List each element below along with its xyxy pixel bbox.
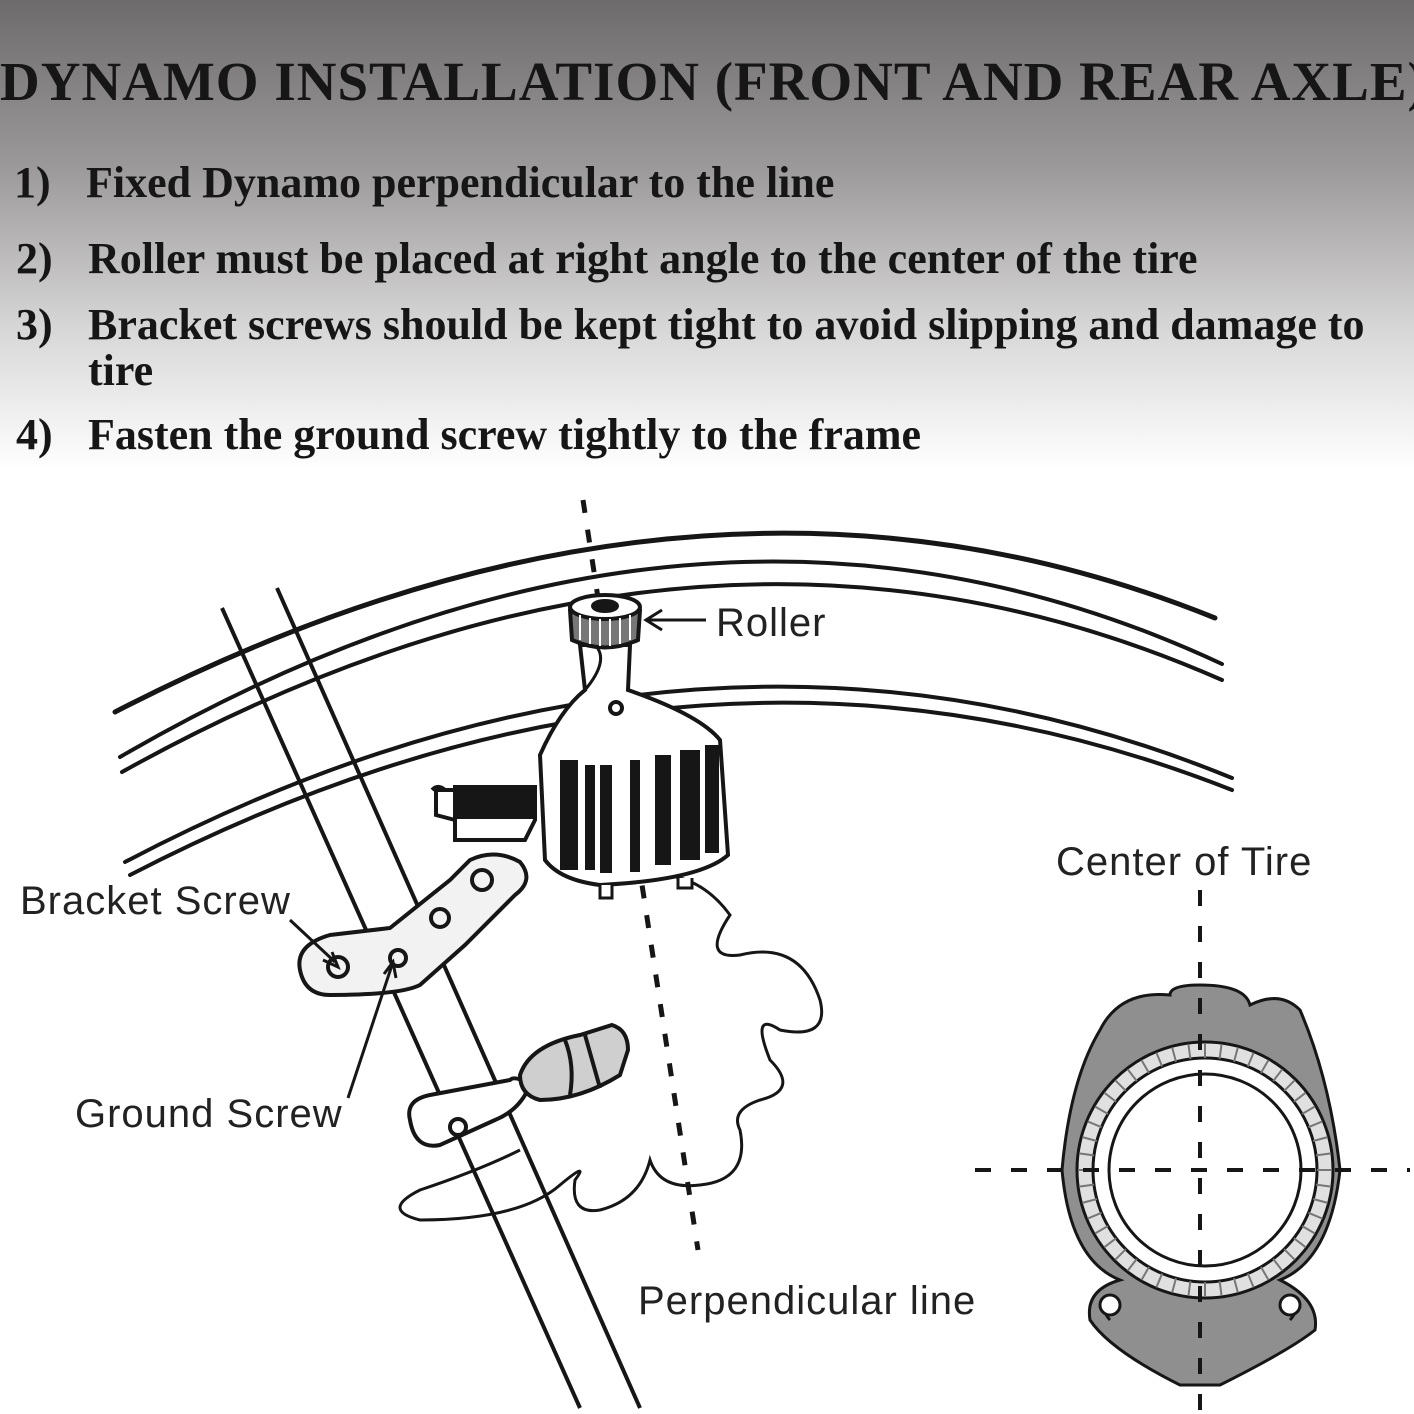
step-text: Fixed Dynamo perpendicular to the line: [86, 158, 835, 207]
rim-tick: [1140, 1059, 1150, 1074]
step-3: 3) Bracket screws should be kept tight t…: [16, 302, 1376, 394]
rim-tick: [1260, 1059, 1270, 1074]
rim-tick: [1301, 1105, 1316, 1115]
rim-tick: [1155, 1273, 1164, 1288]
label-arrows: [288, 608, 706, 1099]
rim-tick: [1272, 1068, 1284, 1082]
step-text: Fasten the ground screw tightly to the f…: [88, 410, 922, 459]
rim-tick: [1155, 1052, 1164, 1067]
rim-tick: [1187, 1280, 1192, 1297]
rim-tick: [1233, 1047, 1239, 1063]
rim-spokes: [1078, 1043, 1332, 1297]
wheel-arcs: [112, 530, 1234, 877]
step-2: 2) Roller must be placed at right angle …: [16, 236, 1411, 282]
rim-tick: [1087, 1120, 1102, 1129]
rim-tick: [1293, 1091, 1307, 1103]
rim-tick: [1078, 1152, 1095, 1157]
rim-tick: [1312, 1136, 1328, 1142]
frame-tube: [220, 587, 642, 1409]
rim-tick: [1283, 1079, 1296, 1092]
rim-tick: [1171, 1277, 1177, 1293]
rim-tick: [1233, 1277, 1239, 1293]
rim-tick: [1082, 1198, 1098, 1204]
installation-diagram: Roller Bracket Screw Ground Screw Perpen…: [20, 499, 1410, 1410]
page-title: DYNAMO INSTALLATION (FRONT AND REAR AXLE…: [0, 51, 1414, 112]
rim-tick: [1094, 1225, 1109, 1235]
rim-tick: [1283, 1248, 1296, 1261]
rim-tick: [1103, 1237, 1117, 1249]
perpendicular-line-label: Perpendicular line: [638, 1279, 976, 1323]
step-text: Roller must be placed at right angle to …: [88, 234, 1198, 283]
clamp-block: [430, 785, 537, 842]
rim-tick: [1308, 1120, 1323, 1129]
rim-tick: [1246, 1273, 1255, 1288]
rim-tick: [1187, 1043, 1192, 1060]
rim-tick: [1114, 1248, 1127, 1261]
ground-screw-label: Ground Screw: [75, 1092, 343, 1136]
rim-tick: [1272, 1258, 1284, 1272]
rim-tick: [1082, 1136, 1098, 1142]
center-of-tire-label: Center of Tire: [1056, 840, 1312, 884]
rim-tick: [1312, 1198, 1328, 1204]
rim-tick: [1171, 1047, 1177, 1063]
rim-tick: [1094, 1105, 1109, 1115]
rim-tick: [1315, 1183, 1332, 1188]
step-number: 1): [14, 158, 51, 207]
rim-tick: [1308, 1211, 1323, 1220]
rim-tick: [1260, 1266, 1270, 1281]
rim-tick: [1301, 1225, 1316, 1235]
rim-tick: [1246, 1052, 1255, 1067]
step-number: 2): [16, 234, 53, 283]
step-1: 1) Fixed Dynamo perpendicular to the lin…: [14, 160, 1409, 206]
step-number: 4): [16, 410, 53, 459]
rim-tick: [1293, 1237, 1307, 1249]
rim-tick: [1126, 1258, 1138, 1272]
step-number: 3): [16, 300, 53, 349]
rim-tick: [1218, 1043, 1223, 1060]
roller-label: Roller: [716, 601, 826, 645]
rim-tick: [1087, 1211, 1102, 1220]
rim-tick: [1103, 1091, 1117, 1103]
bracket: [297, 852, 529, 998]
rim-tick: [1315, 1152, 1332, 1157]
step-text: Bracket screws should be kept tight to a…: [88, 300, 1365, 395]
rim-tick: [1126, 1068, 1138, 1082]
rim-tick: [1140, 1266, 1150, 1281]
rim-tick: [1114, 1079, 1127, 1092]
step-4: 4) Fasten the ground screw tightly to th…: [16, 412, 1411, 458]
bracket-screw-label: Bracket Screw: [20, 879, 291, 923]
rim-tick: [1078, 1183, 1095, 1188]
dynamo: [537, 593, 731, 900]
lamp: [407, 1022, 631, 1148]
tire-center-guides: [975, 890, 1410, 1410]
rim-tick: [1218, 1280, 1223, 1297]
dynamo-wire: [398, 873, 823, 1222]
instructions-header: DYNAMO INSTALLATION (FRONT AND REAR AXLE…: [0, 0, 1414, 470]
